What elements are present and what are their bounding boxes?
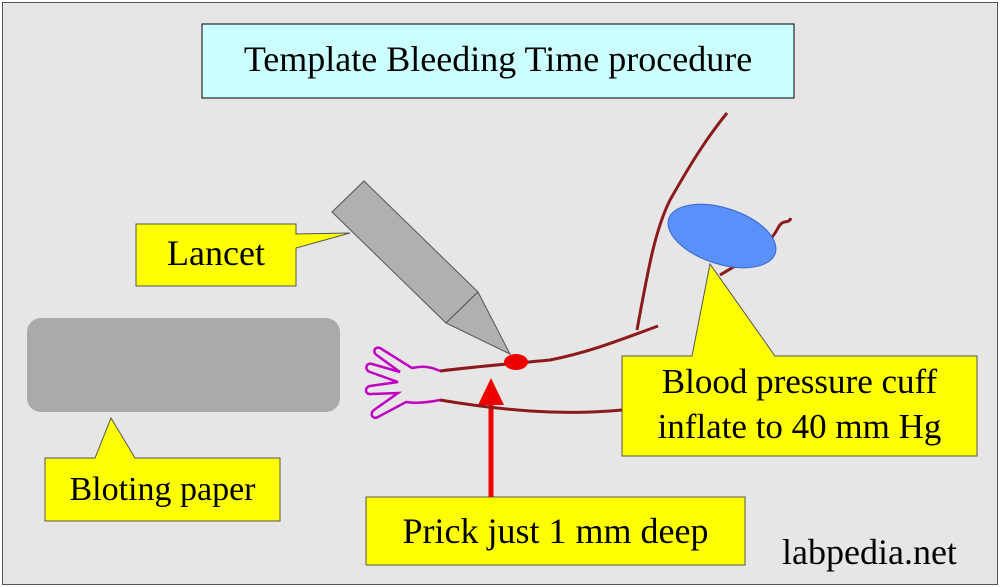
- lancet-callout-box: [135, 223, 351, 287]
- lancet-tip: [445, 291, 512, 356]
- diagram-title: Template Bleeding Time procedure: [243, 39, 753, 79]
- lancet-label: Lancet: [167, 233, 265, 273]
- bloting-paper-label: Bloting paper: [69, 471, 256, 508]
- prick-arrow-head: [478, 378, 504, 405]
- watermark: labpedia.net: [782, 532, 957, 572]
- bloting-paper-callout-box: [44, 416, 281, 522]
- blood-pressure-cuff: [667, 203, 777, 269]
- arm-lower-outline: [439, 398, 623, 414]
- prick-label: Prick just 1 mm deep: [402, 511, 709, 551]
- title-box: [201, 23, 795, 99]
- bloting-paper-shape: [27, 318, 340, 412]
- cuff-label-line1: Blood pressure cuff: [661, 362, 938, 401]
- upper-arm-back-outline: [635, 112, 729, 331]
- blood-drop: [504, 354, 528, 370]
- arm-upper-outline: [439, 324, 659, 373]
- lancet-body: [331, 180, 479, 324]
- cuff-callout-box: [621, 262, 978, 457]
- prick-callout-box: [365, 496, 746, 566]
- cuff-label-line2: inflate to 40 mm Hg: [657, 407, 942, 446]
- hand-outline: [364, 346, 441, 419]
